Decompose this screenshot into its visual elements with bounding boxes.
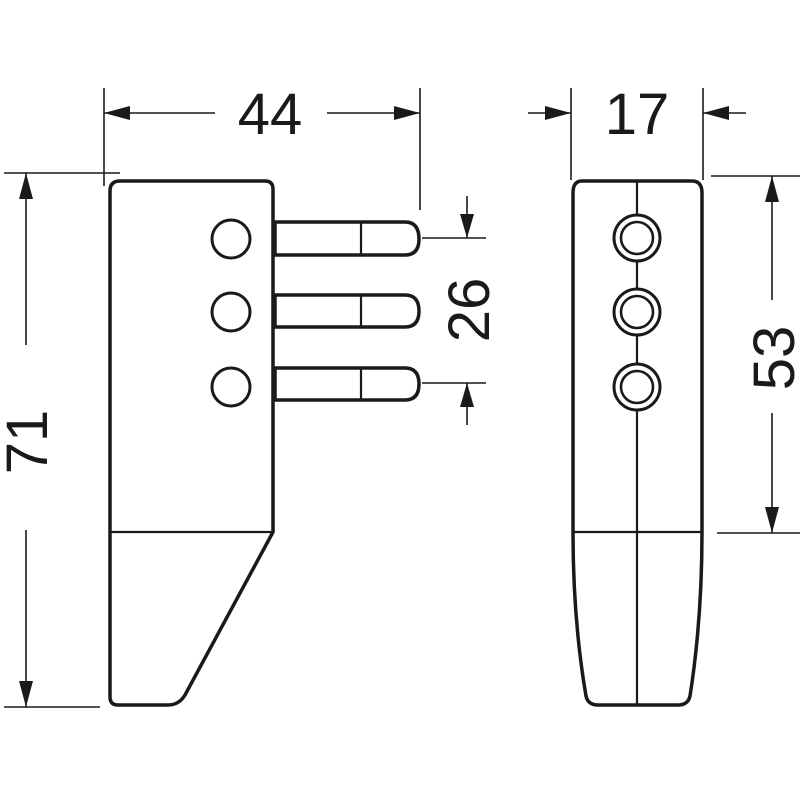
front-hole-middle [210,291,252,333]
side-hole-bottom [612,362,662,412]
dim-26-arrow-bottom [460,383,474,407]
front-hole-top [210,218,252,260]
dim-44-arrow-left [104,106,130,120]
side-hole-middle [612,287,662,337]
pin-middle [273,293,421,329]
dim-53-arrow-top [765,176,779,202]
side-hole-top [612,213,662,263]
dimension-pin-spacing: 26 [422,196,502,425]
front-view [108,179,421,707]
dim-71-arrow-bottom [19,681,33,707]
side-view [571,179,704,707]
dimension-width-front: 44 [103,82,421,210]
dim-71-label: 71 [0,410,60,475]
dim-26-label: 26 [437,278,502,343]
dim-44-arrow-right [394,106,420,120]
dimension-height-side: 53 [711,175,800,534]
dimension-height-total: 71 [0,172,120,708]
dimension-width-side: 17 [528,82,746,180]
dim-71-arrow-top [19,173,33,199]
dim-17-arrow-left [545,106,571,120]
dim-53-arrow-bottom [765,507,779,533]
pin-top [273,220,421,257]
pin-bottom [273,366,421,402]
front-hole-bottom [210,366,252,408]
dim-53-label: 53 [742,326,800,391]
dim-44-label: 44 [238,82,303,147]
front-body-outline [108,179,275,707]
dim-26-arrow-top [460,214,474,238]
dim-17-arrow-right [703,106,729,120]
dim-17-label: 17 [605,82,670,147]
